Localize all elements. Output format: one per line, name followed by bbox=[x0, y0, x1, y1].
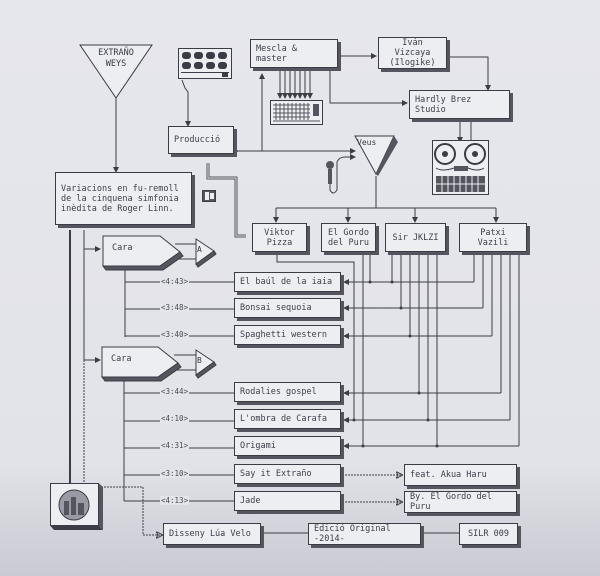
track-box: El baúl de la iaia bbox=[234, 272, 341, 292]
track-duration: <3:10> bbox=[160, 469, 190, 478]
track-box: Bonsai sequoia bbox=[234, 298, 341, 318]
vocalist-label: Patxi Vazili bbox=[477, 227, 509, 248]
track-title: Origami bbox=[240, 441, 276, 451]
ivan-vizcaya-box: Iván Vizcaya (Ilogike) bbox=[378, 37, 447, 69]
album-description: Variacions en fu-remoll de la cinquena s… bbox=[61, 183, 179, 214]
tape-recorder-icon bbox=[432, 140, 489, 195]
track-duration: <4:31> bbox=[160, 441, 190, 450]
drum-machine-icon bbox=[178, 48, 232, 79]
footer-label: SILR 009 bbox=[468, 529, 509, 539]
extrano-triangle bbox=[79, 44, 153, 99]
track-duration: <3:48> bbox=[160, 303, 190, 312]
track-duration: <3:40> bbox=[160, 330, 190, 339]
feature-label: By. El Gordo del Puru bbox=[410, 492, 492, 512]
track-box: Say it Extraño bbox=[234, 464, 341, 484]
microphone-icon bbox=[326, 161, 334, 184]
ivan-vizcaya-label: Iván Vizcaya (Ilogike) bbox=[389, 38, 436, 68]
veus-label: Veus bbox=[357, 138, 377, 147]
track-title: Rodalies gospel bbox=[240, 387, 317, 397]
vocalist-label: El Gordo del Puru bbox=[328, 227, 369, 248]
side-a-letter: A bbox=[197, 245, 202, 254]
track-title: Bonsai sequoia bbox=[240, 303, 312, 313]
produccio-box: Producció bbox=[168, 126, 234, 154]
vocalist-label: Sir JKLZI bbox=[392, 232, 439, 243]
track-box: Rodalies gospel bbox=[234, 382, 341, 402]
label-logo-icon bbox=[50, 483, 103, 530]
vocalist-viktor-pizza: Viktor Pizza bbox=[252, 223, 307, 252]
footer-label: Disseny Lúa Velo bbox=[169, 529, 251, 539]
floppy-icon bbox=[202, 190, 216, 202]
feature-akua-haru: feat. Akua Haru bbox=[404, 464, 517, 486]
footer-edition: Edició Original -2014- bbox=[308, 523, 421, 545]
side-a-label: Cara bbox=[112, 243, 133, 253]
track-title: Jade bbox=[240, 496, 261, 506]
track-title: Say it Extraño bbox=[240, 469, 312, 479]
track-duration: <4:10> bbox=[160, 414, 190, 423]
hardly-brez-studio-label: Hardly Brez Studio bbox=[415, 94, 472, 115]
vocalist-sir-jklzi: Sir JKLZI bbox=[385, 223, 446, 252]
side-a-shape bbox=[102, 235, 217, 271]
track-box: Origami bbox=[234, 436, 341, 456]
mescla-master-box: Mescla & master bbox=[250, 39, 338, 68]
hardly-brez-studio-box: Hardly Brez Studio bbox=[409, 90, 510, 119]
track-box: L'ombra de Carafa bbox=[234, 409, 341, 429]
track-duration: <4:43> bbox=[160, 277, 190, 286]
feature-el-gordo: By. El Gordo del Puru bbox=[404, 491, 517, 513]
track-title: L'ombra de Carafa bbox=[240, 414, 327, 424]
footer-design-credit: Disseny Lúa Velo bbox=[163, 523, 261, 545]
track-duration: <4:13> bbox=[160, 496, 190, 505]
album-description-box: Variacions en fu-remoll de la cinquena s… bbox=[55, 172, 192, 225]
produccio-label: Producció bbox=[174, 135, 221, 145]
extrano-weys-title: EXTRAÑO WEYS bbox=[98, 48, 134, 69]
footer-catalog-number: SILR 009 bbox=[459, 523, 518, 545]
track-box: Spaghetti western bbox=[234, 325, 341, 345]
vocalist-el-gordo: El Gordo del Puru bbox=[321, 223, 376, 252]
mescla-master-label: Mescla & master bbox=[256, 43, 297, 64]
track-duration: <3:44> bbox=[160, 387, 190, 396]
vocalist-label: Viktor Pizza bbox=[264, 227, 295, 248]
feature-label: feat. Akua Haru bbox=[410, 470, 487, 480]
mixer-icon bbox=[270, 100, 323, 125]
side-b-label: Cara bbox=[111, 354, 132, 364]
track-title: Spaghetti western bbox=[240, 330, 327, 340]
vocalist-patxi-vazili: Patxi Vazili bbox=[459, 223, 527, 252]
side-b-shape bbox=[101, 346, 217, 382]
footer-label: Edició Original -2014- bbox=[314, 524, 391, 544]
side-b-letter: B bbox=[197, 356, 202, 365]
track-box: Jade bbox=[234, 491, 341, 511]
track-title: El baúl de la iaia bbox=[240, 277, 333, 287]
